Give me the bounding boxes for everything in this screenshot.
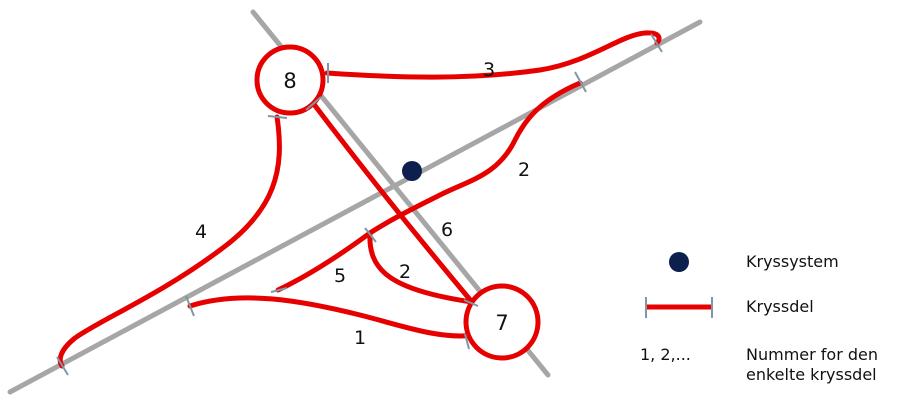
kryssdel-6 <box>310 100 475 305</box>
main-road <box>7 19 703 395</box>
kryssdel-2-inner <box>367 230 475 305</box>
node-7: 7 <box>463 283 541 361</box>
kryssdel-3 <box>324 30 662 80</box>
node-7-label: 7 <box>495 311 508 335</box>
kryssdeler <box>57 30 662 369</box>
label-3: 3 <box>483 59 495 81</box>
legend-kryssdel-icon <box>645 297 713 318</box>
ramp-numbers: 1 2 2 3 4 5 6 <box>195 59 530 349</box>
legend-numbers-line1: Nummer for den <box>746 345 879 364</box>
legend <box>645 252 713 318</box>
kryssdel-2-outer <box>367 80 583 236</box>
kryssystem-dot <box>402 161 422 181</box>
label-5: 5 <box>334 265 346 287</box>
legend-kryssystem-label: Kryssystem <box>746 252 839 271</box>
legend-kryssystem-icon <box>669 252 689 272</box>
legend-kryssdel-label: Kryssdel <box>746 297 814 316</box>
kryssdel-5 <box>275 230 373 293</box>
label-2-inner: 2 <box>399 261 411 283</box>
label-6: 6 <box>441 219 453 241</box>
kryssdel-1 <box>187 295 478 339</box>
label-1: 1 <box>354 327 366 349</box>
label-4: 4 <box>195 221 207 243</box>
legend-numbers-line2: enkelte kryssdel <box>746 365 877 384</box>
legend-numbers-symbol: 1, 2,... <box>640 345 691 364</box>
tick-marks <box>56 33 663 376</box>
label-2-outer: 2 <box>518 159 530 181</box>
kryssdel-4 <box>57 114 282 369</box>
node-8: 8 <box>254 44 326 116</box>
node-8-label: 8 <box>283 69 296 93</box>
